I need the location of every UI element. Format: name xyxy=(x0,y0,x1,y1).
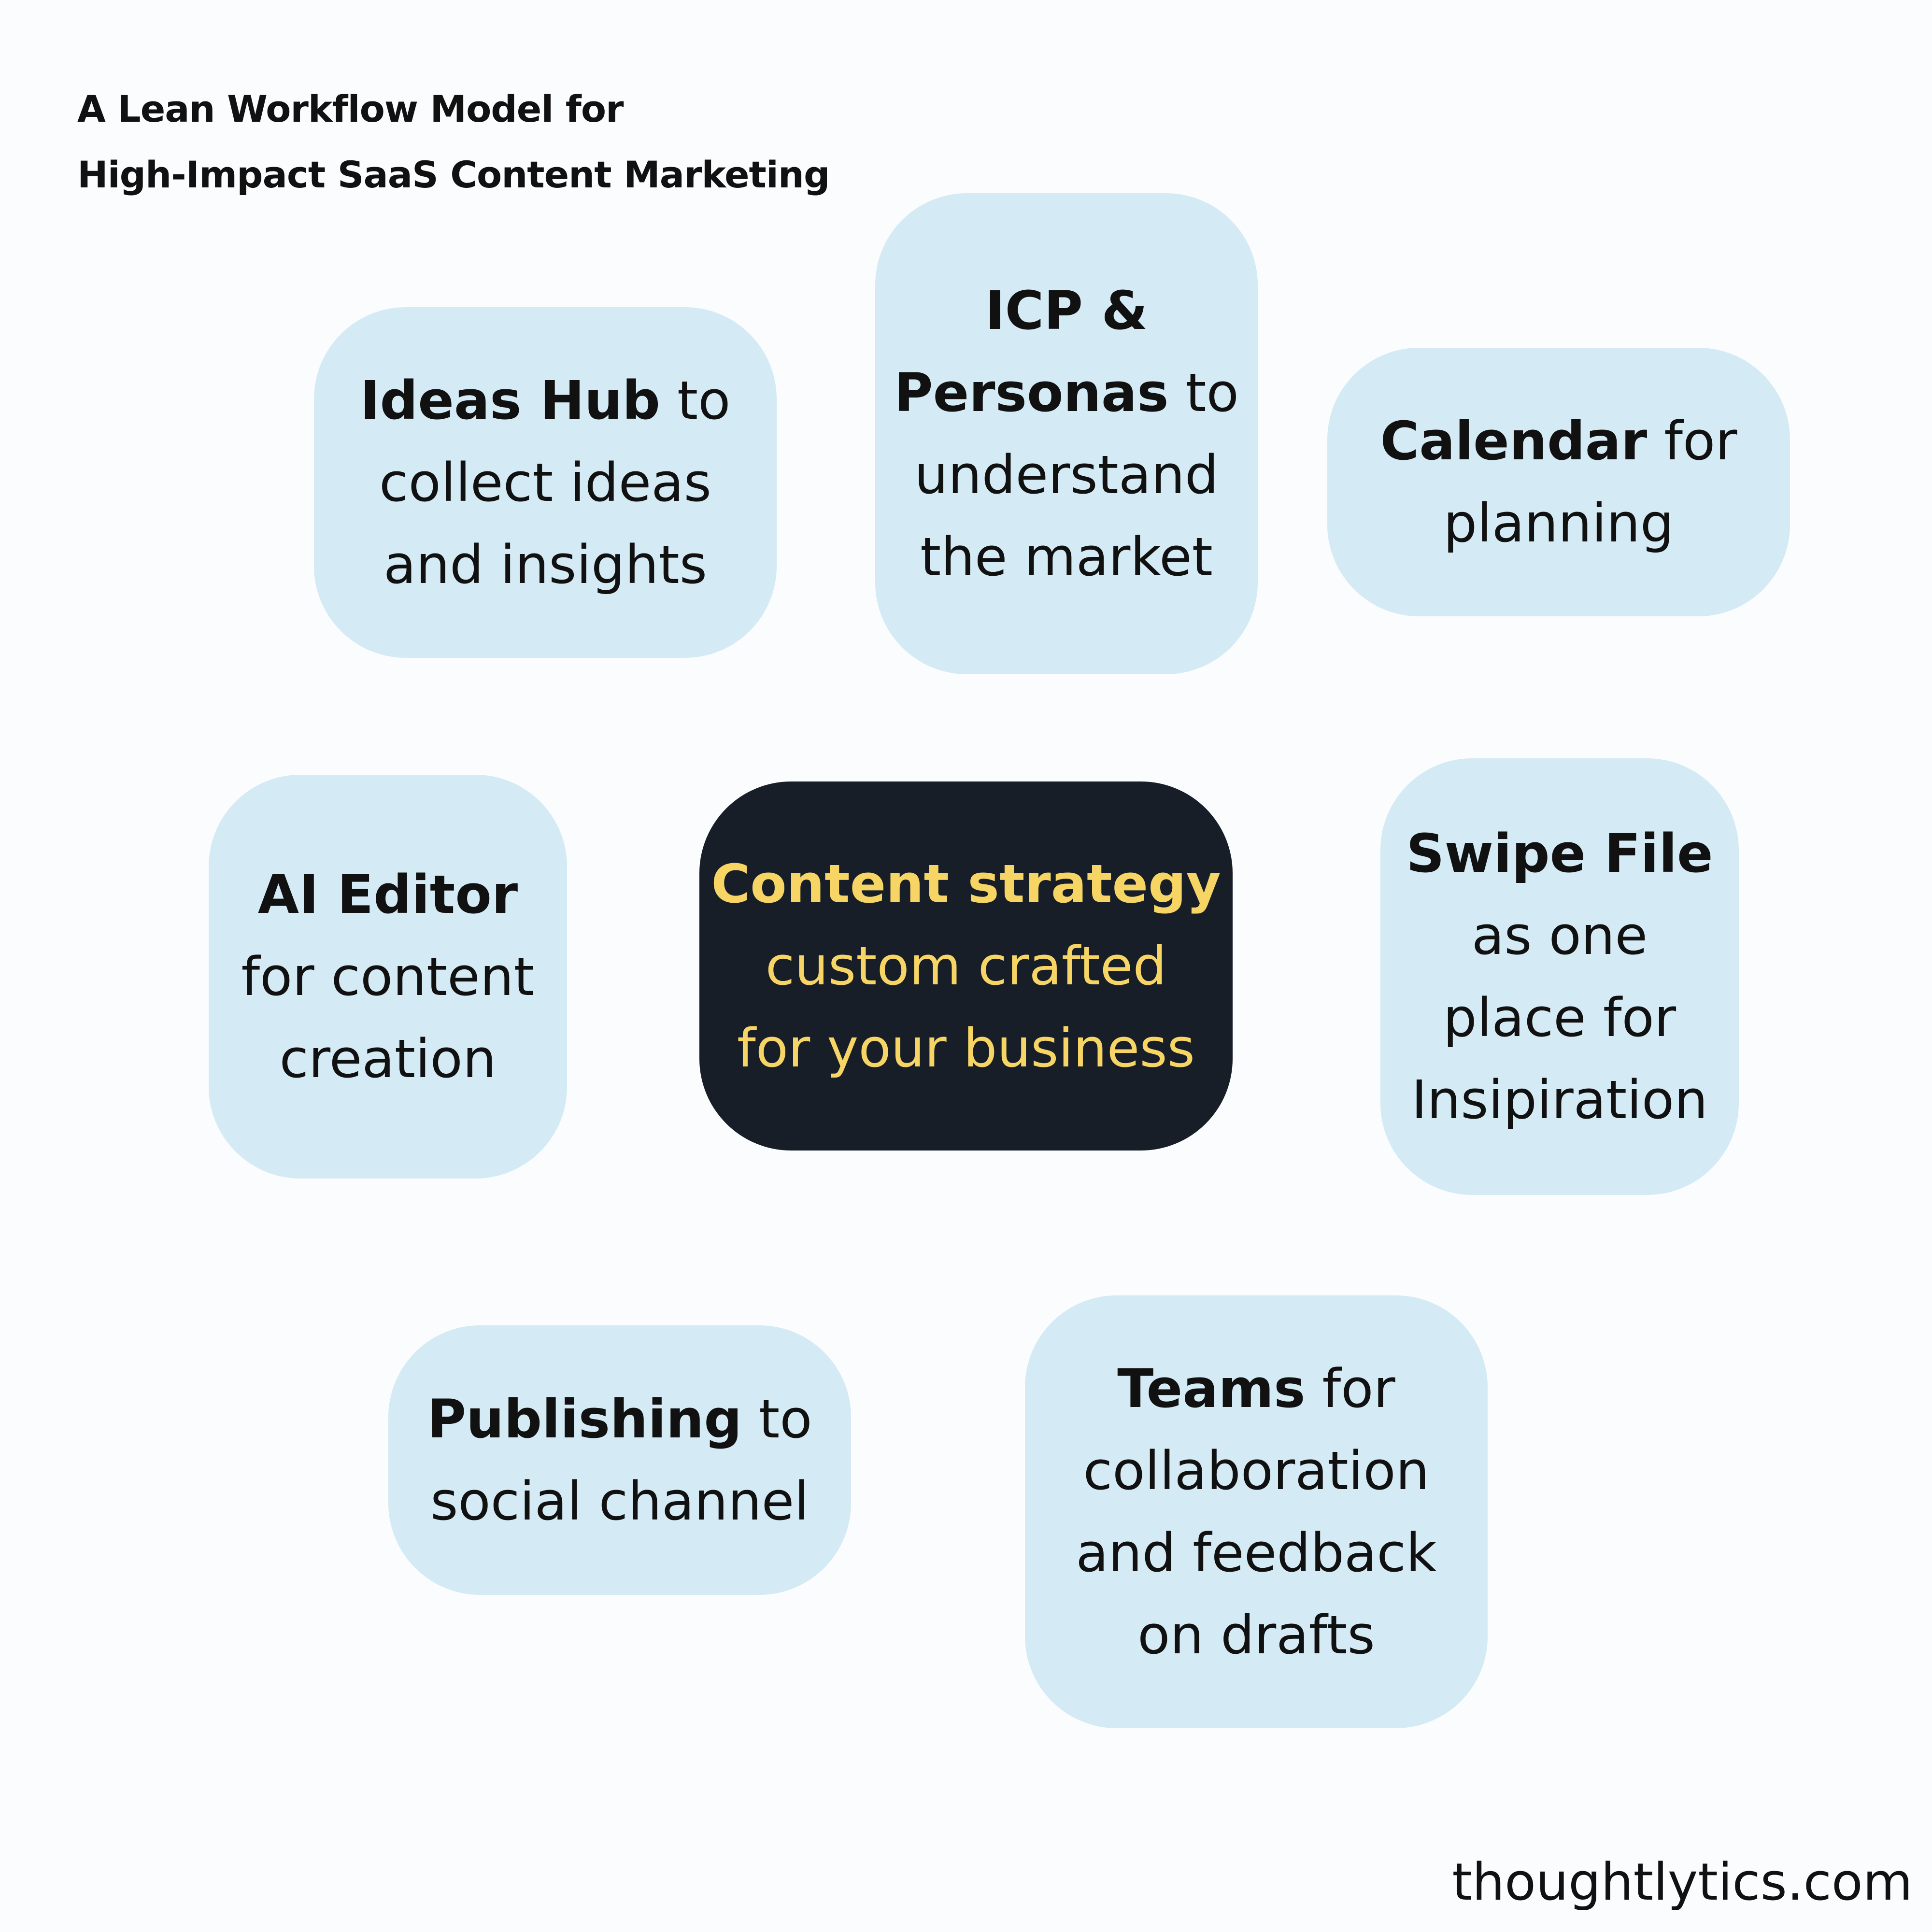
brand-watermark: thoughtlytics.com xyxy=(1452,1852,1913,1912)
node-teams-title: Teams xyxy=(1117,1358,1306,1420)
node-swipe-file: Swipe File as one place for Insipiration xyxy=(1380,758,1739,1195)
title-line-2: High-Impact SaaS Content Marketing xyxy=(77,153,830,196)
node-icp-title: ICP & xyxy=(985,280,1148,341)
node-calendar-title: Calendar xyxy=(1380,410,1648,472)
node-teams: Teams for collaboration and feedback on … xyxy=(1025,1295,1488,1728)
node-content-strategy: Content strategy custom crafted for your… xyxy=(699,781,1233,1151)
title-line-1: A Lean Workflow Model for xyxy=(77,87,624,130)
node-publishing: Publishing to social channel xyxy=(388,1325,851,1595)
node-content-strategy-title: Content strategy xyxy=(711,853,1221,915)
node-ideas-hub: Ideas Hub to collect ideas and insights xyxy=(314,307,777,658)
node-publishing-title: Publishing xyxy=(427,1388,742,1450)
diagram-title: A Lean Workflow Model for High-Impact Sa… xyxy=(77,76,898,208)
node-calendar: Calendar for planning xyxy=(1327,348,1790,616)
node-ai-editor-title: AI Editor xyxy=(257,864,518,925)
node-swipe-file-title: Swipe File xyxy=(1406,823,1713,884)
node-ai-editor: AI Editor for content creation xyxy=(209,775,567,1179)
node-ideas-hub-title: Ideas Hub xyxy=(360,369,660,431)
node-icp-personas: ICP & Personas to understand the market xyxy=(875,193,1258,674)
